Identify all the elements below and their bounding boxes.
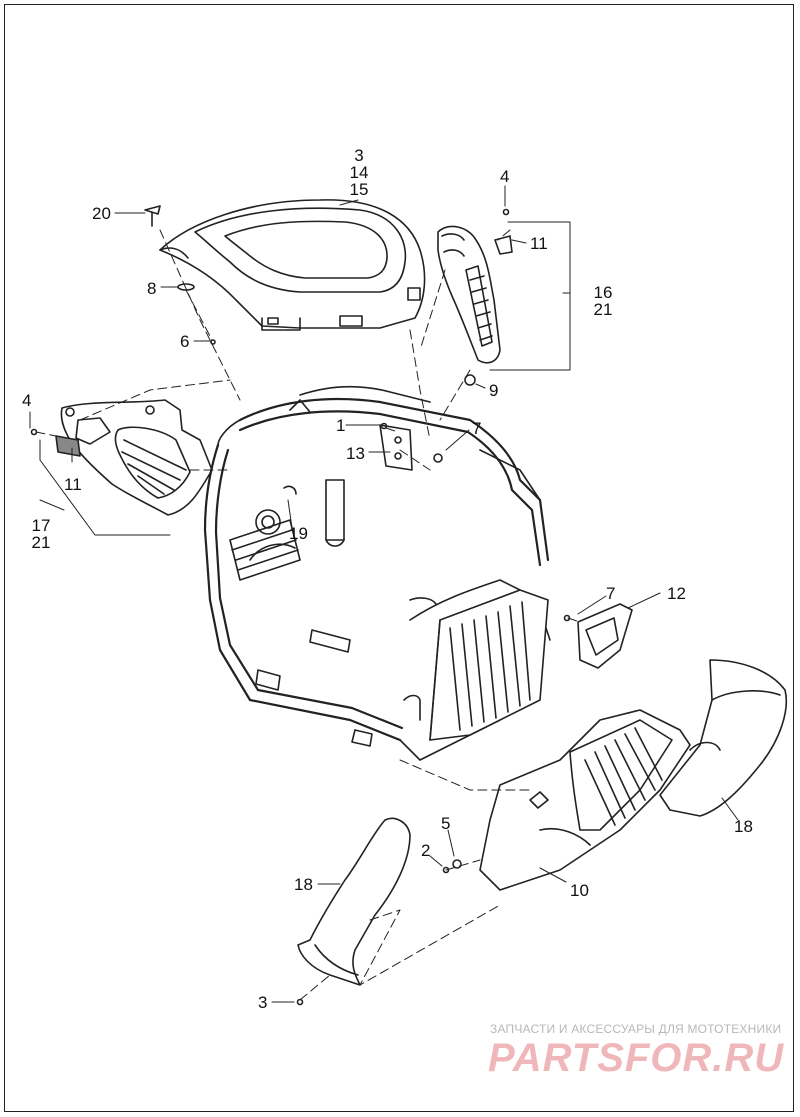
radiator-part xyxy=(429,589,549,741)
insert-part xyxy=(494,235,513,255)
callout-15: 15 xyxy=(349,180,369,199)
callout-14: 14 xyxy=(349,163,369,182)
lower-fairing-part xyxy=(479,709,691,891)
callout-7-right: 7 xyxy=(606,584,616,603)
callout-8: 8 xyxy=(147,279,157,298)
callout-3-bottom: 3 xyxy=(258,993,268,1012)
callout-4-left: 4 xyxy=(22,391,32,410)
callout-9: 9 xyxy=(489,381,499,400)
watermark-subtitle: ЗАПЧАСТИ И АКСЕССУАРЫ ДЛЯ МОТОТЕХНИКИ xyxy=(490,1022,782,1036)
callout-17: 17 xyxy=(31,516,51,535)
callout-stack-17-21: 17 21 xyxy=(26,517,56,551)
callout-3: 3 xyxy=(354,146,364,165)
callout-7-mid: 7 xyxy=(472,419,482,438)
assembly-dashed-lines xyxy=(35,229,581,1001)
watermark-logo: PARTSFOR.RU xyxy=(488,1036,785,1080)
right-shroud-part xyxy=(659,659,788,817)
fairing-cap-part xyxy=(159,199,426,331)
callout-11-top: 11 xyxy=(530,234,548,253)
callout-16: 16 xyxy=(593,283,613,302)
callout-19: 19 xyxy=(289,524,308,543)
callout-12: 12 xyxy=(667,584,686,603)
callout-stack-3-14-15: 3 14 15 xyxy=(344,147,374,198)
callout-5: 5 xyxy=(441,814,451,833)
right-vent-panel-part xyxy=(437,225,501,386)
callout-21-right: 21 xyxy=(593,300,613,319)
left-vent-panel-part xyxy=(55,399,213,516)
leader-lines xyxy=(29,185,739,1003)
frame-part xyxy=(203,385,551,761)
callout-6: 6 xyxy=(180,332,190,351)
diagram-border xyxy=(4,4,794,1112)
callout-stack-16-21: 16 21 xyxy=(587,284,619,318)
callout-10: 10 xyxy=(570,881,589,900)
callout-2: 2 xyxy=(421,841,431,860)
callout-1: 1 xyxy=(336,416,346,435)
callout-13: 13 xyxy=(346,444,365,463)
callout-18-right: 18 xyxy=(734,817,753,836)
callout-4-top: 4 xyxy=(500,167,510,186)
left-shroud-part xyxy=(297,817,411,986)
callout-21-left: 21 xyxy=(31,533,51,552)
callout-11-left: 11 xyxy=(64,475,82,494)
callout-20: 20 xyxy=(92,204,111,223)
callout-18-left: 18 xyxy=(294,875,313,894)
